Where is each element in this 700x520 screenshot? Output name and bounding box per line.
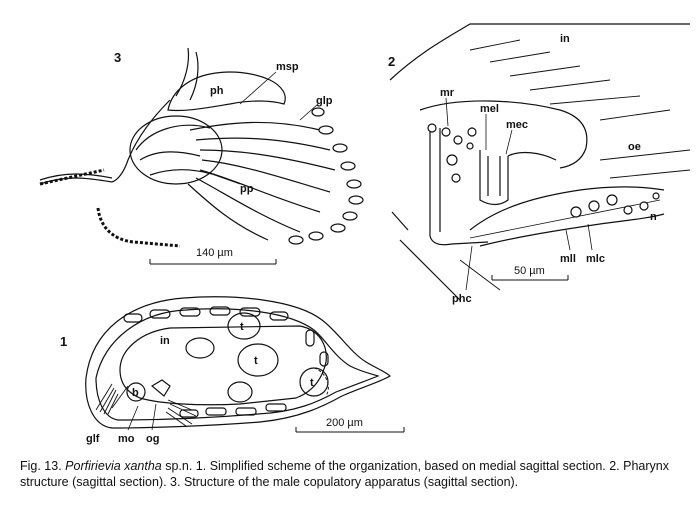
panel-3-number: 3 [114,50,121,65]
caption-prefix: Fig. 13. [20,459,66,473]
figure-caption: Fig. 13. Porfirievia xantha sp.n. 1. Sim… [20,458,688,490]
label-t-1: t [240,321,244,333]
panel-2-number: 2 [388,54,395,69]
label-glf: glf [86,433,100,445]
label-mll: mll [560,253,576,265]
label-t-3: t [310,377,314,389]
label-pp: pp [240,183,254,195]
label-in-2: in [560,33,570,45]
label-t-2: t [254,355,258,367]
label-glp: glp [316,95,333,107]
scale-label-200: 200 µm [326,417,363,429]
label-ph: ph [210,85,224,97]
scale-label-50: 50 µm [514,265,545,277]
panel-3-drawing [39,47,364,265]
label-mec: mec [506,119,528,131]
caption-species: Porfirievia xantha [65,459,162,473]
label-mlc: mlc [586,253,605,265]
scale-label-140: 140 µm [196,247,233,259]
label-mo: mo [118,433,135,445]
label-og: og [146,433,159,445]
panel-1-drawing [85,296,405,433]
panel-2-drawing [389,23,691,301]
label-mr: mr [440,87,455,99]
panel-1-number: 1 [60,334,67,349]
label-b: b [132,387,139,399]
label-mel: mel [480,103,499,115]
label-in-1: in [160,335,170,347]
label-oe: oe [628,141,641,153]
caption-text: sp.n. 1. Simplified scheme of the organi… [20,459,669,489]
label-msp: msp [276,61,299,73]
label-n: n [650,211,657,223]
label-phc: phc [452,293,472,305]
